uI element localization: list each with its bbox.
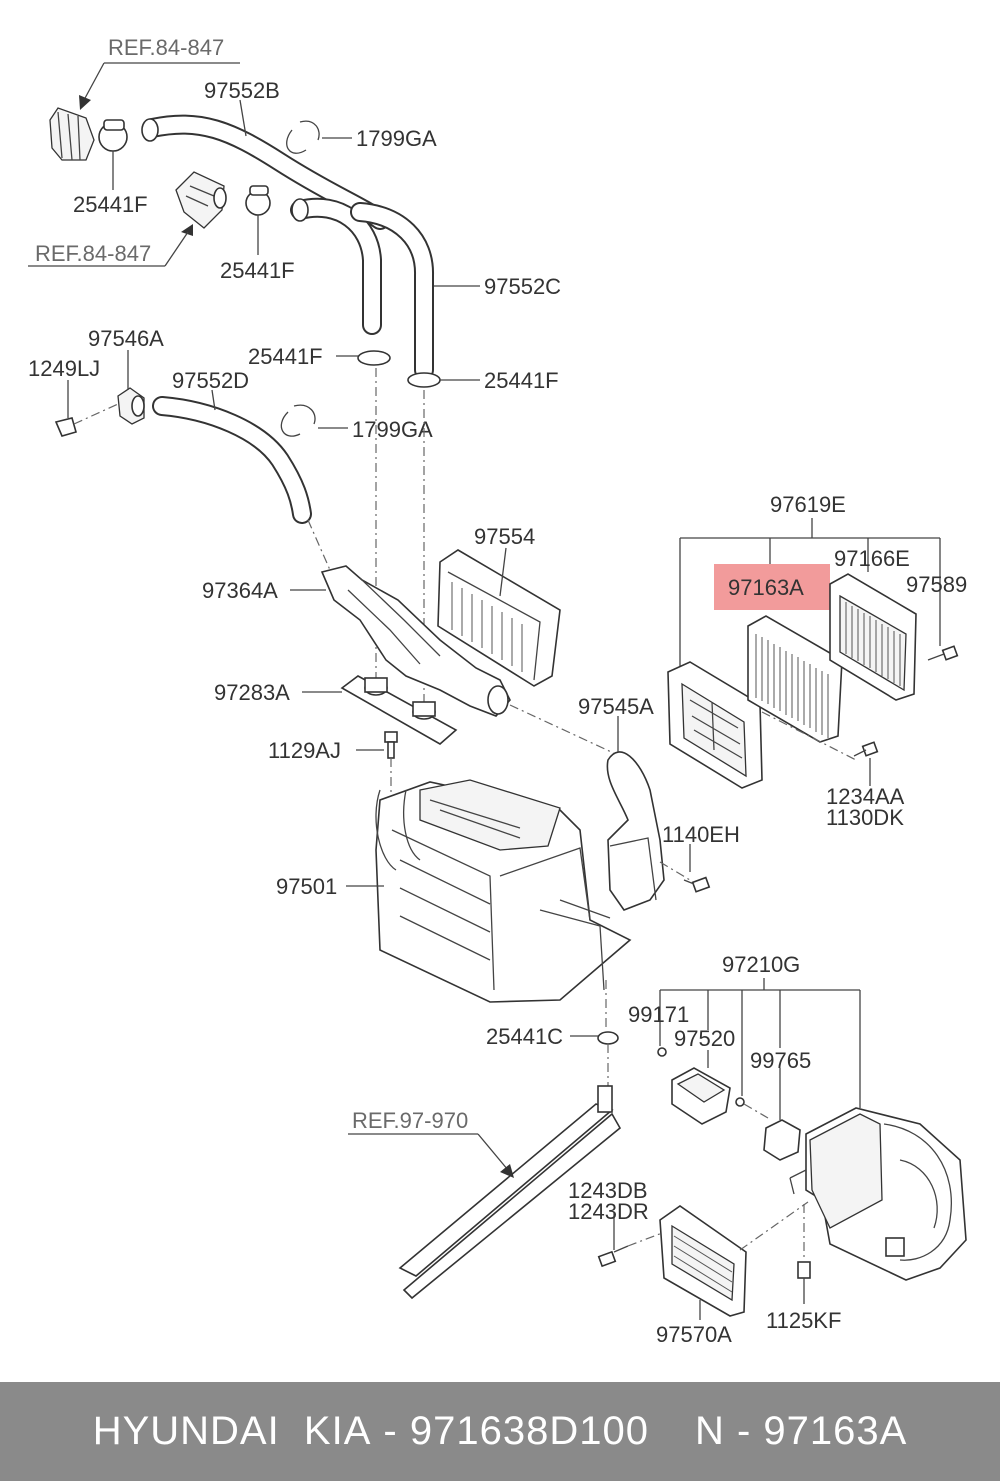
ref-label-top: REF.84-847 xyxy=(108,35,224,60)
gasket-plate-97283A: 97283A xyxy=(214,675,458,745)
label-1799GA-top: 1799GA xyxy=(356,126,437,151)
label-99765: 99765 xyxy=(750,1048,811,1073)
footer-ref-number: N - 97163A xyxy=(694,1409,908,1453)
screw-icon: 1243DB 1243DR xyxy=(568,1178,671,1268)
label-97520: 97520 xyxy=(674,1026,735,1051)
screw-icon: 1125KF xyxy=(766,1204,841,1333)
label-97166E: 97166E xyxy=(834,546,910,571)
air-duct-97545A: 97545A xyxy=(578,694,665,911)
label-25441F-d: 25441F xyxy=(484,368,559,393)
filter-assembly-97619E: 97619E xyxy=(679,492,941,668)
blower-assembly-97210G: 97210G xyxy=(659,952,861,1108)
screw-icon: 97589 xyxy=(906,572,967,661)
label-97589: 97589 xyxy=(906,572,967,597)
hose-clamp-icon: 25441F xyxy=(73,119,148,217)
bolt-icon: 1140EH xyxy=(659,822,740,893)
screw-icon: 1234AA 1130DK xyxy=(761,711,905,830)
heater-pipe-97364A: 97364A xyxy=(202,565,511,717)
label-97619E: 97619E xyxy=(770,492,846,517)
hose-clamp-icon: 25441F xyxy=(220,185,295,283)
label-97545A: 97545A xyxy=(578,694,654,719)
ref-84-847-top: REF.84-847 xyxy=(79,35,240,110)
filter-cover-icon xyxy=(667,661,763,789)
ref-97-970-pipe: REF.97-970 xyxy=(348,1085,622,1300)
parts-diagram: REF.84-847 25441F 97552B 1799GA RE xyxy=(28,35,967,1347)
part-number-footer: HYUNDAI KIA - 971638D100 N - 97163A xyxy=(0,1382,1000,1481)
label-1130DK: 1130DK xyxy=(826,805,904,830)
hose-clip-icon: 1799GA xyxy=(286,120,437,154)
hose-clamp-icon: 25441F 25441F xyxy=(248,344,559,393)
label-25441F-c: 25441F xyxy=(248,344,323,369)
label-1249LJ: 1249LJ xyxy=(28,356,100,381)
heater-core-97554: 97554 xyxy=(437,524,561,687)
label-1243DB: 1243DB xyxy=(568,1178,648,1203)
air-grille-97570A: 97570A xyxy=(656,1201,809,1347)
label-97501: 97501 xyxy=(276,874,337,899)
label-1243DR: 1243DR xyxy=(568,1199,649,1224)
filter-cover-97166E: 97166E xyxy=(829,546,917,701)
label-1234AA: 1234AA xyxy=(826,784,905,809)
label-25441F-a: 25441F xyxy=(73,192,148,217)
highlight-97163A xyxy=(714,564,830,610)
label-97364A: 97364A xyxy=(202,578,278,603)
label-1129AJ: 1129AJ xyxy=(268,738,341,763)
label-97570A: 97570A xyxy=(656,1322,732,1347)
label-97163A: 97163A xyxy=(728,575,804,600)
water-valve-housing-icon xyxy=(49,107,95,161)
heater-hose-97552D: 97552D xyxy=(152,368,312,524)
footer-part-number: - 971638D100 xyxy=(383,1409,649,1453)
blower-housing-icon xyxy=(789,1107,967,1281)
actuator-99765: 99765 xyxy=(735,1048,811,1161)
hose-clamp-icon: 25441C xyxy=(486,980,619,1090)
water-pipe-fitting-icon: 97546A 1249LJ xyxy=(28,326,164,437)
label-25441F-b: 25441F xyxy=(220,258,295,283)
ref-84-847-mid: REF.84-847 xyxy=(28,171,227,267)
label-99171: 99171 xyxy=(628,1002,689,1027)
blower-resistor-97520: 97520 xyxy=(671,1026,735,1125)
label-25441C: 25441C xyxy=(486,1024,563,1049)
label-97552D: 97552D xyxy=(172,368,249,393)
label-97283A: 97283A xyxy=(214,680,290,705)
label-97546A: 97546A xyxy=(88,326,164,351)
heater-case-97501: 97501 xyxy=(276,779,632,1003)
heater-hose-97552C: 97552C xyxy=(290,197,561,380)
footer-brand: HYUNDAI KIA xyxy=(92,1409,372,1453)
ref-label-mid: REF.84-847 xyxy=(35,241,151,266)
label-1140EH: 1140EH xyxy=(662,822,740,847)
label-97554: 97554 xyxy=(474,524,535,549)
label-1799GA-mid: 1799GA xyxy=(352,417,433,442)
screw-icon: 99171 xyxy=(628,1002,689,1057)
label-97552C: 97552C xyxy=(484,274,561,299)
label-97552B: 97552B xyxy=(204,78,280,103)
bolt-icon: 1129AJ xyxy=(268,731,398,800)
cabin-air-filter-97163A: 97163A xyxy=(714,564,843,743)
label-97210G: 97210G xyxy=(722,952,800,977)
label-1125KF: 1125KF xyxy=(766,1308,841,1333)
hose-clip-icon: 1799GA xyxy=(280,404,433,442)
ref-label-bottom: REF.97-970 xyxy=(352,1108,468,1133)
